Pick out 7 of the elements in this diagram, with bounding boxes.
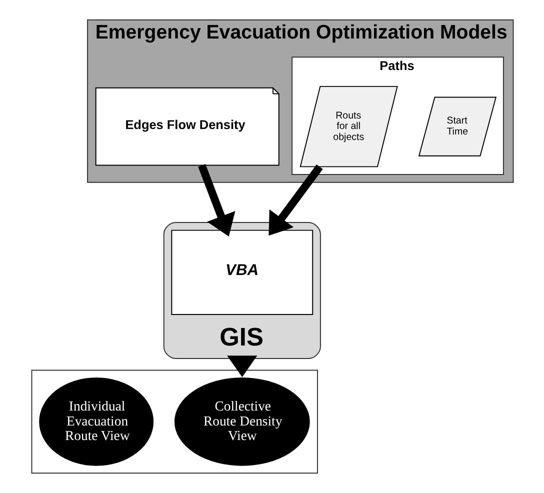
arrow <box>226 356 257 378</box>
node-ellipse: Individual Evacuation Route View <box>38 378 154 466</box>
arrow <box>268 164 322 236</box>
arrow <box>198 164 235 236</box>
node-ellipse: Collective Route Density View <box>174 378 310 466</box>
cluster <box>30 370 318 474</box>
node-box: VBA <box>170 230 313 315</box>
